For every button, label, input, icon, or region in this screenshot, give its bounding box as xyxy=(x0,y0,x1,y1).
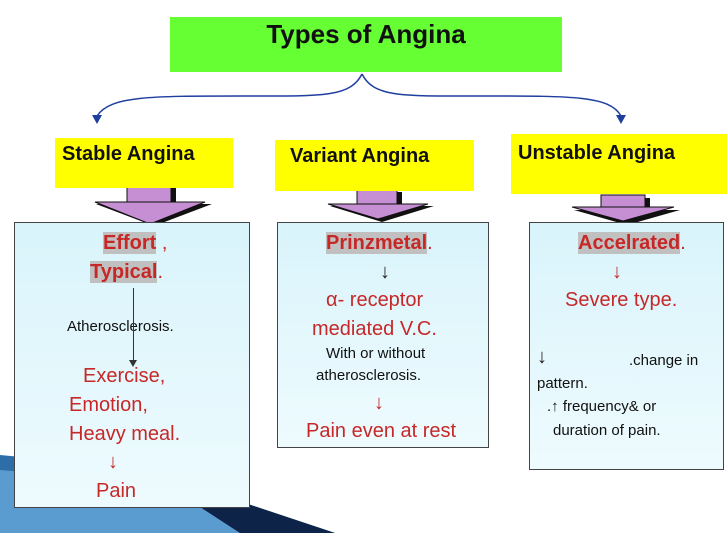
variant-note-2: atherosclerosis. xyxy=(316,367,422,384)
unstable-arrow-down-2: ↓ xyxy=(537,346,547,368)
down-arrow-variant-body xyxy=(356,189,398,206)
stable-typical-sep: . xyxy=(157,261,163,283)
diagram-title: Types of Angina xyxy=(266,19,466,49)
variant-arrow-down-1: ↓ xyxy=(380,261,390,283)
stable-vertical-arrowhead xyxy=(129,360,137,367)
type-box-variant xyxy=(275,140,474,191)
stable-trigger-emotion: Emotion, xyxy=(69,394,148,416)
unstable-accelrated-sep: . xyxy=(680,232,686,254)
stable-trigger-exercise: Exercise, xyxy=(83,365,166,387)
variant-line-1: Prinzmetal. xyxy=(326,232,433,255)
unstable-pattern: pattern. xyxy=(537,375,588,392)
stable-cause: Atherosclerosis. xyxy=(67,318,174,335)
variant-arrow-down-2: ↓ xyxy=(374,392,384,414)
unstable-line-1: Accelrated. xyxy=(578,232,686,255)
stable-typical-highlight: Typical xyxy=(90,261,158,283)
stable-arrow-down: ↓ xyxy=(108,451,118,473)
down-arrow-stable-head xyxy=(94,201,206,225)
unstable-accelrated-highlight: Accelrated xyxy=(578,232,681,254)
variant-prinzmetal-sep: . xyxy=(427,232,433,254)
type-label-variant: Variant Angina xyxy=(290,145,430,167)
variant-result: Pain even at rest xyxy=(306,420,457,442)
down-arrow-unstable-head xyxy=(571,206,675,222)
unstable-severity: Severe type. xyxy=(565,289,678,311)
unstable-frequency: .↑ frequency& or xyxy=(547,398,657,415)
detail-box-variant xyxy=(277,222,489,448)
arrowhead-right xyxy=(616,115,626,124)
detail-box-unstable xyxy=(529,222,724,470)
connector-curve-left xyxy=(96,73,363,117)
connector-curve-right xyxy=(361,73,622,117)
type-label-stable: Stable Angina xyxy=(62,143,195,165)
stable-result-pain: Pain xyxy=(96,480,137,502)
stable-trigger-meal: Heavy meal. xyxy=(69,423,181,445)
stable-line-2: Typical. xyxy=(90,261,163,284)
type-box-stable xyxy=(55,138,233,188)
type-label-unstable: Unstable Angina xyxy=(518,142,676,164)
unstable-change: .change in xyxy=(629,352,699,369)
variant-mechanism-2: mediated V.C. xyxy=(312,318,437,340)
stable-vertical-arrow-line xyxy=(133,288,134,364)
stable-effort-highlight: Effort xyxy=(103,232,157,254)
down-arrow-variant-head xyxy=(327,203,429,220)
type-box-unstable xyxy=(511,134,727,194)
stable-line-1: Effort , xyxy=(103,232,167,255)
variant-prinzmetal-highlight: Prinzmetal xyxy=(326,232,428,254)
variant-mechanism-1: α- receptor xyxy=(326,289,424,311)
unstable-duration: duration of pain. xyxy=(553,422,661,439)
arrowhead-left xyxy=(92,115,102,124)
unstable-arrow-down-1: ↓ xyxy=(612,261,622,283)
stable-effort-sep: , xyxy=(156,232,168,254)
title-box xyxy=(170,17,562,72)
variant-note-1: With or without xyxy=(326,345,426,362)
